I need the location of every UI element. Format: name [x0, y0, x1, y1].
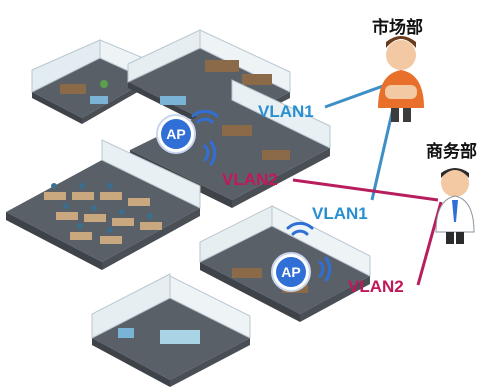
wifi-signal-icon [286, 221, 332, 282]
access-point-2[interactable]: AP [271, 221, 332, 292]
dept-label-business: 商务部 [426, 142, 477, 162]
vlan2-label-ap2: VLAN2 [348, 277, 404, 296]
open-workspace [6, 139, 201, 270]
person-business-suit-icon [435, 168, 475, 244]
vlan2-label-ap1: VLAN2 [222, 170, 278, 189]
wifi-signal-icon [191, 109, 219, 166]
ap-label-2: AP [281, 264, 300, 280]
office-bottom [91, 273, 251, 387]
ap-label-1: AP [166, 126, 185, 142]
access-point-1[interactable]: AP [156, 109, 219, 166]
vlan1-label-ap2: VLAN1 [312, 204, 368, 223]
vlan1-line-ap2-marketing [370, 103, 396, 201]
vlan2-line-ap1-business [292, 178, 439, 202]
vlan1-label-ap1: VLAN1 [258, 102, 314, 121]
dept-label-marketing: 市场部 [372, 18, 423, 38]
vlan1-line-ap1-marketing [324, 84, 384, 109]
person-orange-shirt-icon [378, 36, 424, 122]
